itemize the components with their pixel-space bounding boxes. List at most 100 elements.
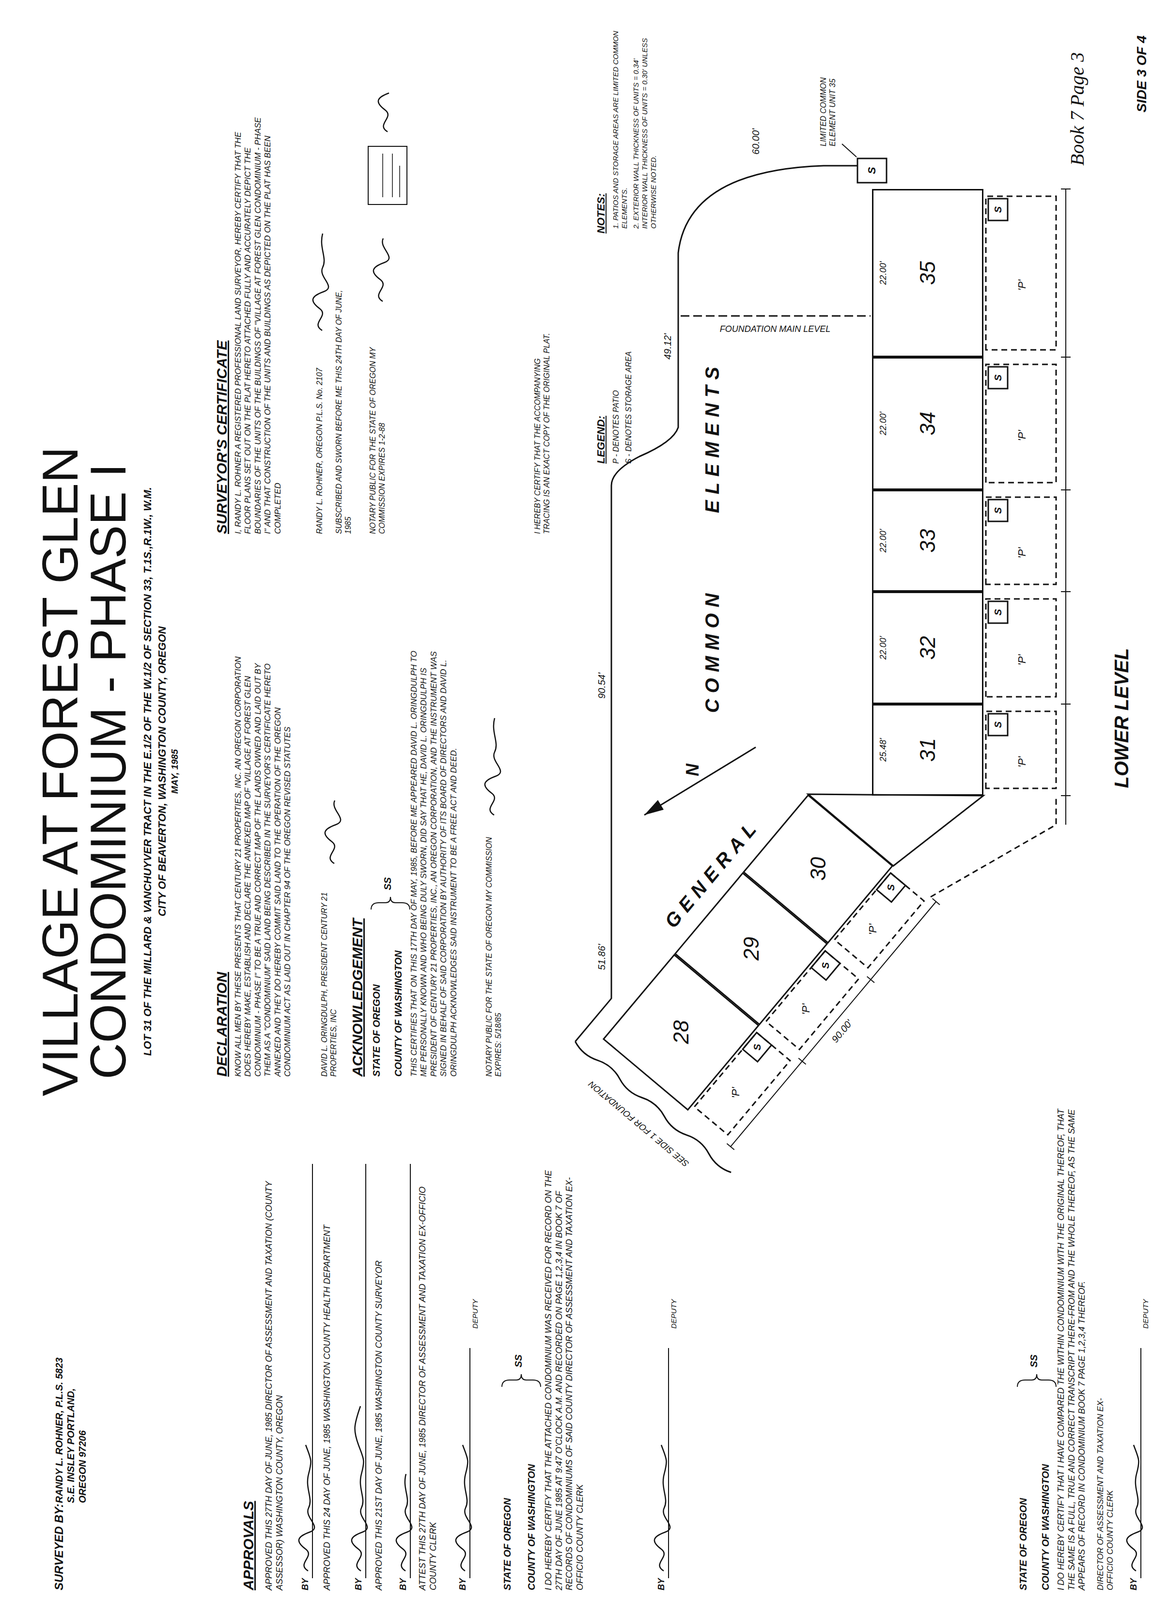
record-text: I DO HEREBY CERTIFY THAT THE ATTACHED CO… [543,1153,586,1590]
dimension: 22.00' [878,411,889,436]
sheet-number: SIDE 3 OF 4 [1133,35,1151,113]
unit-number: 30 [806,856,831,881]
legend-entry: P - DENOTES PATIO [611,389,621,464]
venue-line: STATE OF OREGON [501,1497,514,1590]
unit-number: 31 [915,737,940,762]
unit-number: 33 [915,529,940,553]
notes-heading: NOTES: [594,193,608,234]
signature-by: BY [457,1577,469,1590]
section-heading: DECLARATION [213,971,231,1077]
venue-line: STATE OF OREGON [370,984,383,1077]
patio-mark: 'P' [1015,756,1029,768]
unit-number: 35 [915,261,940,285]
venue-line: COUNTY OF WASHINGTON [1039,1463,1052,1590]
section-heading: APPROVALS [239,1500,258,1590]
venue-ss: SS [381,876,394,890]
callout-text: LIMITED COMMON ELEMENT UNIT 35 [818,49,838,147]
unit-box: 30 [742,794,894,944]
patio-mark: 'P' [1015,654,1029,666]
signature-by: BY [656,1577,668,1590]
deputy-label: DEPUTY [669,1298,679,1329]
storage-mark: S [885,884,897,891]
storage-mark: S [992,721,1004,728]
patio-mark: 'P' [1015,546,1029,559]
dimension: 51.86' [595,943,608,970]
deputy-label: DEPUTY [1141,1298,1151,1329]
patio-mark: 'P' [799,1003,813,1015]
storage-mark: S [992,374,1004,381]
surveyor-address: RANDY L. ROHNER, P.L.S. 5823 S.E. INSLEY… [53,1342,89,1503]
storage-mark: S [992,608,1004,616]
acknowledgement-text: THIS CERTIFIES THAT ON THIS 17TH DAY OF … [409,650,459,1077]
note-text: 1. PATIOS AND STORAGE AREAS ARE LIMITED … [611,25,629,229]
unit-box: 33 [872,489,984,592]
patio-mark: 'P' [866,923,880,935]
unit-number: 32 [915,636,940,660]
deputy-label: DEPUTY [470,1298,480,1329]
section-heading: ACKNOWLEDGEMENT [348,918,367,1077]
foundation-label: FOUNDATION MAIN LEVEL [719,324,831,335]
signer-name: DAVID L. ORINGDULPH, PRESIDENT CENTURY 2… [319,872,339,1077]
storage-mark: S [819,962,832,969]
level-title: LOWER LEVEL [1109,648,1134,789]
unit-box: 31 [872,703,984,796]
date-line: MAY, 1985 [169,359,181,1184]
declaration-text: KNOW ALL MEN BY THESE PRESENTS THAT CENT… [233,650,293,1077]
tracing-certificate: I HEREBY CERTIFY THAT THE ACCOMPANYING T… [532,330,552,534]
signature-by: BY [1128,1577,1140,1590]
signature-by: BY [398,1577,409,1590]
storage-mark: S [865,167,879,175]
plat-title: VILLAGE AT FOREST GLEN CONDOMINIUM - PHA… [36,359,133,1184]
area-label: COMMON [700,587,724,714]
approval-text: APPROVED THIS 21ST DAY OF JUNE, 1985 WAS… [373,1153,385,1590]
north-label: N [682,763,703,777]
subtitle: LOT 31 OF THE MILLARD & VANCHUYVER TRACT… [141,359,155,1184]
approval-text: APPROVED THIS 24 DAY OF JUNE, 1985 WASHI… [322,1153,333,1590]
venue-ss: SS [512,1354,525,1368]
dimension: 22.00' [878,529,889,553]
patio-mark: 'P' [729,1086,743,1098]
book-page-note: Book 7 Page 3 [1065,52,1090,166]
foundation-label: SEE SIDE 1 FOR FOUNDATION [586,1078,692,1169]
venue-line: STATE OF OREGON [1017,1497,1029,1590]
signer-name: RANDY L. ROHNER, OREGON P.L.S. No. 2107 [314,367,325,534]
approval-text: APPROVED THIS 27TH DAY OF JUNE, 1985 DIR… [264,1153,285,1590]
notary-line: NOTARY PUBLIC FOR THE STATE OF OREGON MY… [484,824,503,1077]
attest-text: ATTEST THIS 27TH DAY OF JUNE, 1985 DIREC… [417,1153,439,1590]
surveyor-heading: SURVEYED BY: [52,1503,67,1590]
dimension: 25.48' [878,737,889,762]
dimension: 90.00' [828,1017,855,1045]
sworn-text: SUBSCRIBED AND SWORN BEFORE ME THIS 24TH… [334,281,353,534]
storage-mark: S [992,206,1004,213]
unit-number: 29 [738,936,764,961]
dimension: 49.12' [661,333,674,360]
subtitle: CITY OF BEAVERTON, WASHINGTON COUNTY, OR… [155,359,169,1184]
venue-line: COUNTY OF WASHINGTON [392,950,405,1077]
dimension: 22.00' [878,261,889,285]
unit-box: 35 [872,188,984,358]
clerk-title: DIRECTOR OF ASSESSMENT AND TAXATION EX-O… [1095,1386,1116,1590]
signature-by: BY [300,1577,312,1590]
patio-mark: 'P' [1015,429,1029,441]
area-label: ELEMENTS [700,360,724,514]
storage-mark: S [992,507,1004,514]
area-label: GENERAL [659,813,765,933]
note-text: 2. EXTERIOR WALL THICKNESS OF UNITS = 0.… [631,25,658,229]
dimension: 22.00' [878,636,889,660]
dimension: 60.00' [749,128,762,155]
venue-line: COUNTY OF WASHINGTON [525,1463,538,1590]
unit-number: 34 [915,411,940,436]
surveyor-certificate-text: I, RANDY L. ROHNER A REGISTERED PROFESSI… [233,117,283,534]
copy-certificate: I DO HEREBY CERTIFY THAT I HAVE COMPARED… [1056,1105,1088,1590]
patio-mark: 'P' [1015,279,1029,291]
unit-box: 32 [872,591,984,704]
section-heading: SURVEYOR'S CERTIFICATE [213,340,231,534]
storage-mark: S [751,1043,764,1050]
venue-ss: SS [1027,1354,1040,1368]
dimension: 90.54' [595,672,608,699]
signature-by: BY [353,1577,365,1590]
notary-line: NOTARY PUBLIC FOR THE STATE OF OREGON MY… [368,311,387,534]
legend-entry: S - DENOTES STORAGE AREA [623,351,634,464]
